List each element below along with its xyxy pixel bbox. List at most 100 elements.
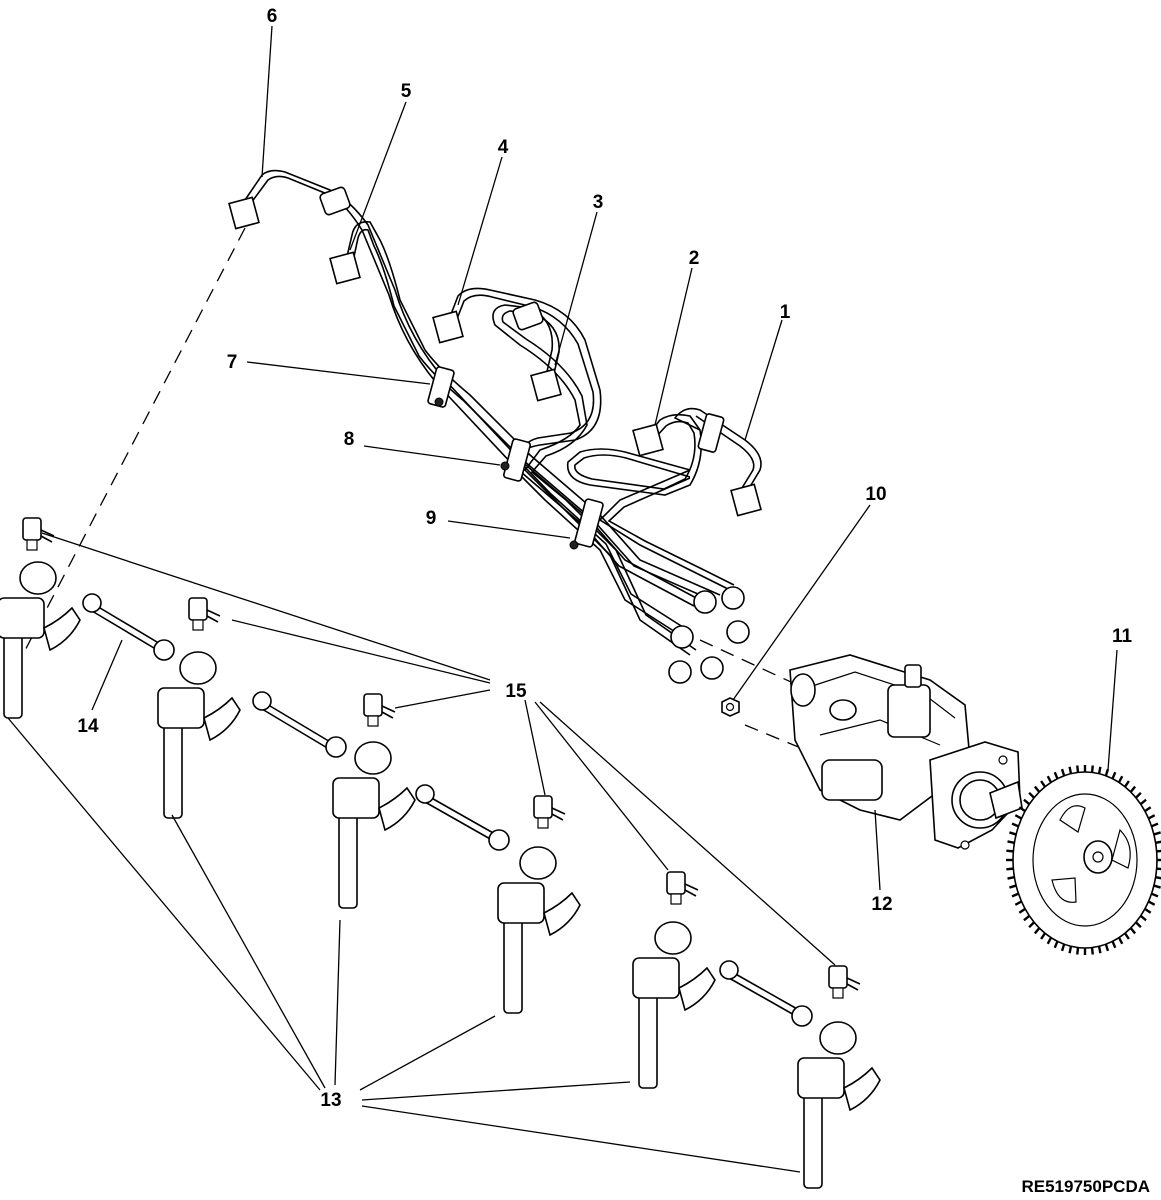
gear-tooth (1097, 946, 1102, 954)
injector-line-1 (82, 593, 175, 661)
gear-tooth (1006, 867, 1014, 871)
gear-tooth (1139, 798, 1147, 806)
fitting-6 (228, 196, 260, 230)
callout-15: 15 (505, 681, 527, 702)
drawing-code: RE519750PCDA (1021, 1177, 1150, 1196)
gear-tooth (1117, 775, 1124, 783)
fuel-injectors (0, 561, 881, 1189)
fitting-2 (632, 423, 664, 457)
pump-side-nut-b (721, 586, 745, 610)
injector-6 (797, 1021, 881, 1189)
gear-tooth (1097, 766, 1102, 774)
injector-line-2 (252, 691, 347, 758)
callout-7: 7 (227, 352, 238, 373)
gear-tooth (1023, 798, 1031, 806)
leak-off-connector-1 (22, 517, 55, 551)
install-path-6 (19, 227, 246, 661)
gear-tooth (1104, 768, 1110, 777)
callout-3: 3 (593, 192, 604, 213)
callout-14: 14 (77, 716, 99, 737)
callout-10: 10 (865, 484, 886, 505)
gear-tooth (1147, 900, 1156, 906)
gear-tooth (1151, 892, 1159, 898)
pump-side-nut-f (700, 656, 724, 680)
callout-9: 9 (426, 508, 437, 529)
injector-4 (497, 846, 581, 1014)
gear-tooth (1117, 937, 1124, 945)
gear-tooth (1076, 947, 1080, 955)
injector-line-4 (719, 960, 813, 1027)
gear-tooth (1040, 780, 1046, 788)
leader-lines (7, 25, 1118, 1173)
gear-tooth (1068, 766, 1073, 774)
gear-tooth (1023, 914, 1031, 922)
gear-tooth (1155, 840, 1161, 845)
gear-tooth (1139, 914, 1147, 922)
gear-tooth (1111, 771, 1117, 780)
clamp-9-bolt (569, 540, 579, 550)
gear-tooth (1011, 822, 1019, 828)
gear-tooth (1156, 849, 1161, 853)
leak-off-connectors (22, 517, 861, 999)
fitting-3 (530, 368, 562, 402)
callout-5: 5 (401, 81, 412, 102)
gear-tooth (1104, 943, 1110, 952)
callout-2: 2 (689, 248, 700, 269)
fitting-4 (432, 310, 464, 344)
gear-tooth (1060, 943, 1066, 952)
fitting-5 (329, 251, 361, 285)
gear-tooth (1006, 849, 1014, 853)
nut (721, 697, 740, 717)
callout-1: 1 (780, 302, 791, 323)
clamp-8-bolt (500, 461, 510, 471)
gear-tooth (1060, 768, 1066, 777)
gear-tooth (1014, 900, 1023, 906)
gear-tooth (1111, 940, 1117, 949)
callout-4: 4 (498, 137, 509, 158)
clamp-8 (503, 438, 531, 482)
gear-tooth (1090, 765, 1094, 773)
pump-side-nut-e (668, 660, 692, 684)
callout-12: 12 (871, 894, 892, 915)
gear-tooth (1129, 785, 1137, 793)
pump-side-nut-a (693, 590, 717, 614)
gear-tooth (1014, 814, 1023, 820)
injector-line-3 (415, 784, 510, 851)
gear-tooth (1009, 884, 1017, 889)
gear-tooth (1151, 822, 1159, 828)
callout-8: 8 (344, 429, 355, 450)
callout-6: 6 (267, 6, 278, 27)
gear-tooth (1028, 921, 1035, 929)
leak-off-connector-3 (363, 693, 396, 727)
gear-tooth (1135, 791, 1142, 799)
fuel-delivery-lines (244, 169, 762, 656)
callout-labels: 1 2 3 4 5 6 7 8 9 10 11 12 13 14 15 (77, 6, 1132, 1111)
clamp-upper-c (697, 413, 725, 453)
clamp-upper-b (512, 301, 544, 331)
fitting-1 (730, 483, 762, 517)
gear-tooth (1124, 932, 1130, 940)
gear-tooth (1147, 814, 1156, 820)
pump-side-nut-d (726, 620, 750, 644)
gear-tooth (1007, 875, 1015, 880)
clamp-7-bolt (434, 397, 444, 407)
gear-tooth (1144, 806, 1152, 813)
gear-tooth (1009, 831, 1017, 836)
pump-side-nut-c (670, 625, 694, 649)
gear-tooth (1007, 840, 1015, 845)
injector-5 (632, 921, 716, 1089)
gear-tooth (1076, 765, 1080, 773)
leak-off-connector-2 (188, 597, 221, 631)
gear-tooth (1135, 921, 1142, 929)
gear-tooth (1028, 791, 1035, 799)
leak-off-connector-6 (828, 965, 861, 999)
gear-tooth (1068, 946, 1073, 954)
gear-tooth (1129, 927, 1137, 935)
gear-tooth (1053, 771, 1059, 780)
gear-tooth (1156, 867, 1161, 871)
drive-gear (1006, 765, 1161, 955)
injector-1 (0, 561, 81, 719)
gear-tooth (1155, 875, 1161, 880)
gear-tooth (1011, 892, 1019, 898)
